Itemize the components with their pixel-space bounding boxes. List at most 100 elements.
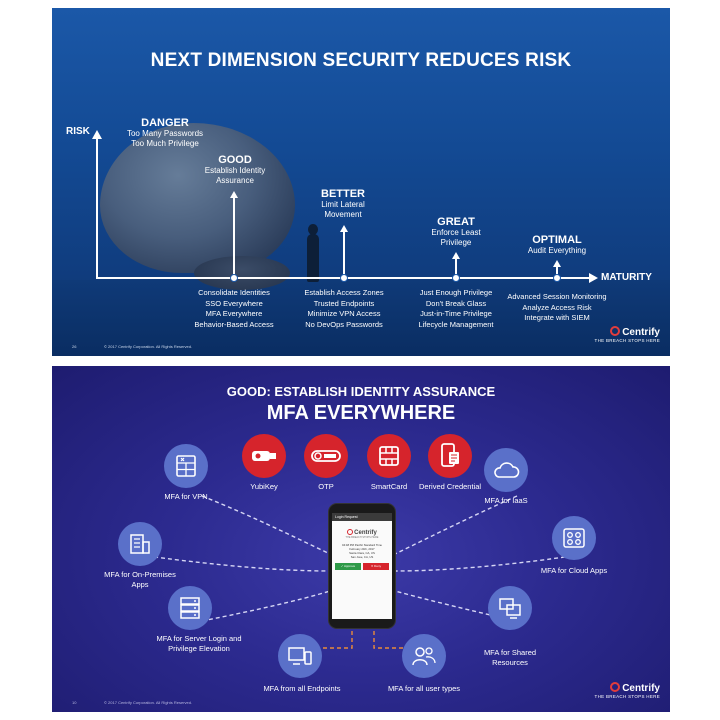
users-icon (411, 644, 437, 668)
slide-title: NEXT DIMENSION SECURITY REDUCES RISK (150, 50, 572, 71)
person-silhouette (307, 234, 319, 282)
target-endpoints (278, 634, 322, 678)
stage-desc: Establish Identity (204, 166, 266, 175)
mobile-credential-icon (438, 443, 462, 469)
copyright-text: © 2017 Centrify Corporation. All Rights … (104, 344, 193, 349)
phone-mockup: Login Request Centrify THE BREACH STOPS … (329, 504, 395, 628)
risk-axis-arrow (92, 130, 102, 139)
stage-good-line (233, 198, 235, 278)
cloud-icon (492, 460, 520, 480)
copyright-text: © 2017 Centrify Corporation. All Rights … (104, 700, 193, 705)
target-usertypes (402, 634, 446, 678)
phone-buttons: ✓ Approve ✕ Deny (332, 563, 392, 570)
factor-smartcard (367, 434, 411, 478)
list-item: Consolidate Identities (198, 288, 270, 297)
target-label: MFA for Shared Resources (483, 648, 537, 667)
stage-better-dot (340, 274, 348, 282)
centrify-logo-icon (610, 326, 621, 336)
usb-key-icon (250, 446, 278, 466)
deny-button[interactable]: ✕ Deny (363, 563, 389, 570)
target-label: MFA for IaaS (484, 496, 528, 505)
detail-line: Santa Clara, CA, US (349, 551, 375, 555)
list-item: Analyze Access Risk (522, 302, 592, 312)
brand-tagline: THE BREACH STOPS HERE (594, 694, 660, 699)
stage-desc: Limit Lateral (321, 200, 365, 209)
server-rack-icon (179, 596, 201, 620)
stage-good-dot (230, 274, 238, 282)
phone-screen-header: Login Request (332, 513, 392, 521)
target-label: MFA for Cloud Apps (540, 566, 608, 575)
boulder-base-image (194, 256, 290, 290)
smartcard-chip-icon (377, 444, 401, 468)
list-item: Establish Access Zones (304, 288, 384, 297)
stage-good-arrow (230, 191, 238, 198)
target-cloud-apps (552, 516, 596, 560)
phone-tagline: THE BREACH STOPS HERE (345, 536, 379, 539)
list-item: Advanced Session Monitoring (507, 292, 607, 301)
list-item: No DevOps Passwords (305, 319, 383, 329)
maturity-axis-arrow (589, 273, 598, 283)
stage-heading: OPTIMAL (532, 234, 582, 246)
stage-desc: Enforce Least (431, 228, 481, 237)
factor-otp (304, 434, 348, 478)
stage-good-list: Consolidate Identities SSO Everywhere MF… (178, 288, 290, 330)
list-item: Minimize VPN Access (307, 309, 381, 318)
list-item: MFA Everywhere (205, 309, 263, 318)
page-number: 26 (72, 344, 77, 349)
page-number: 10 (72, 700, 77, 705)
stage-optimal-line (556, 267, 558, 278)
shared-resources-icon (497, 596, 523, 620)
centrify-logo-icon (347, 529, 354, 535)
phone-centrify-logo: Centrify (332, 529, 392, 536)
brand-name: Centrify (622, 327, 660, 338)
approve-button[interactable]: ✓ Approve (335, 563, 361, 570)
stage-optimal-dot (553, 274, 561, 282)
list-item: SSO Everywhere (205, 298, 263, 308)
brand-name: Centrify (622, 683, 660, 694)
target-label: MFA from all Endpoints (263, 684, 341, 693)
stage-heading: DANGER (141, 117, 189, 129)
maturity-axis-label: MATURITY (601, 272, 652, 283)
list-item: Just-in-Time Privilege (420, 309, 492, 318)
stage-better-list: Establish Access Zones Trusted Endpoints… (290, 288, 398, 330)
stage-desc: Too Much Privilege (131, 139, 199, 148)
vpn-keypad-icon (174, 454, 198, 478)
stage-great-arrow (452, 252, 460, 259)
centrify-logo: Centrify THE BREACH STOPS HERE (576, 326, 660, 343)
list-item: Integrate with SIEM (524, 313, 590, 322)
stage-optimal: OPTIMAL Audit Everything (512, 234, 602, 256)
centrify-logo: Centrify THE BREACH STOPS HERE (576, 682, 660, 699)
on-premises-building-icon (128, 532, 152, 556)
cloud-apps-icon (562, 526, 586, 550)
risk-axis (96, 136, 98, 279)
target-label: MFA for On-Premises Apps (104, 570, 176, 589)
brand-tagline: THE BREACH STOPS HERE (594, 338, 660, 343)
list-item: Trusted Endpoints (313, 298, 375, 308)
stage-danger: DANGER Too Many Passwords Too Much Privi… (110, 117, 220, 149)
factor-yubikey (242, 434, 286, 478)
list-item: Just Enough Privilege (419, 288, 493, 297)
target-vpn (164, 444, 208, 488)
factor-label: Derived Credential (418, 482, 482, 492)
otp-token-icon (311, 448, 341, 464)
stage-great-dot (452, 274, 460, 282)
person-silhouette-head (308, 224, 318, 235)
detail-line: 04:48 PM Pacific Standard Time (342, 543, 382, 547)
target-server (168, 586, 212, 630)
phone-screen: Login Request Centrify THE BREACH STOPS … (332, 513, 392, 619)
ground-band (52, 280, 670, 356)
stage-desc: Movement (324, 210, 362, 219)
stage-better-arrow (340, 225, 348, 232)
detail-line: February 24th, 2017 (349, 547, 375, 551)
stage-desc: Too Many Passwords (126, 129, 204, 138)
stage-desc: Privilege (440, 238, 472, 247)
list-item: Lifecycle Management (418, 319, 494, 329)
slide-subtitle: GOOD: ESTABLISH IDENTITY ASSURANCE (226, 384, 496, 399)
factor-label: SmartCard (370, 482, 408, 491)
list-item: Don't Break Glass (425, 298, 487, 308)
slide-title: MFA EVERYWHERE (266, 402, 456, 424)
stage-better-line (343, 232, 345, 278)
stage-great-line (455, 259, 457, 278)
risk-maturity-slide: NEXT DIMENSION SECURITY REDUCES RISK RIS… (52, 8, 670, 356)
stage-great-list: Just Enough Privilege Don't Break Glass … (402, 288, 510, 330)
